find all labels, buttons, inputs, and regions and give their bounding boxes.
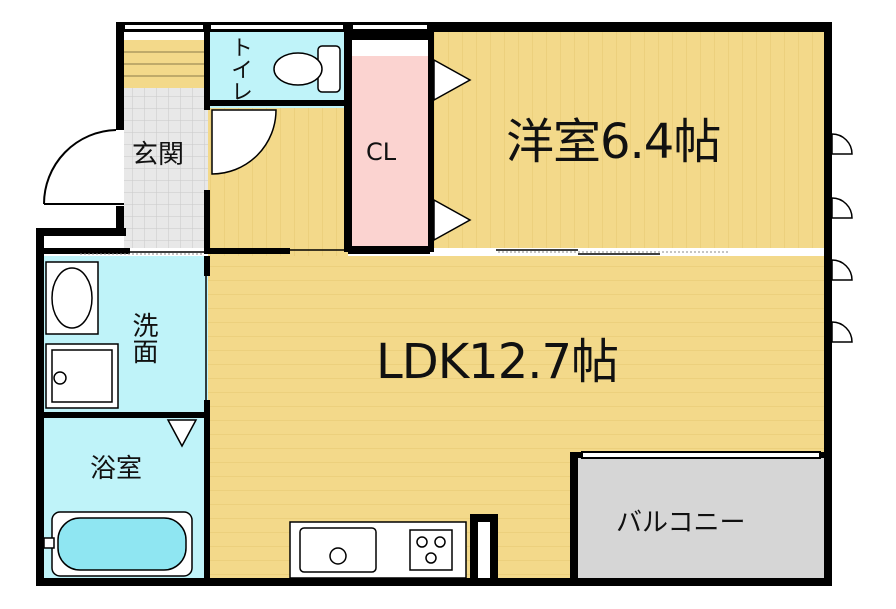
western-room-label: 洋室6.4帖 [506, 114, 721, 170]
balcony-floor [574, 458, 824, 578]
closet-label: CL [366, 138, 397, 166]
balcony-label: バルコニー [616, 508, 746, 538]
bathroom-label: 浴室 [90, 454, 143, 484]
washbasin [45, 261, 99, 335]
closet-floor [348, 56, 432, 248]
ldk-label: LDK12.7帖 [376, 334, 619, 390]
toilet-fixture [273, 45, 341, 93]
washroom-label: 洗面 [128, 312, 158, 364]
entrance-label: 玄関 [132, 140, 185, 170]
western-room-floor [432, 30, 824, 248]
kitchen-counter [289, 521, 467, 579]
bathtub [43, 511, 193, 577]
washer-pan [45, 343, 119, 409]
toilet-label: トイレ [227, 36, 252, 102]
